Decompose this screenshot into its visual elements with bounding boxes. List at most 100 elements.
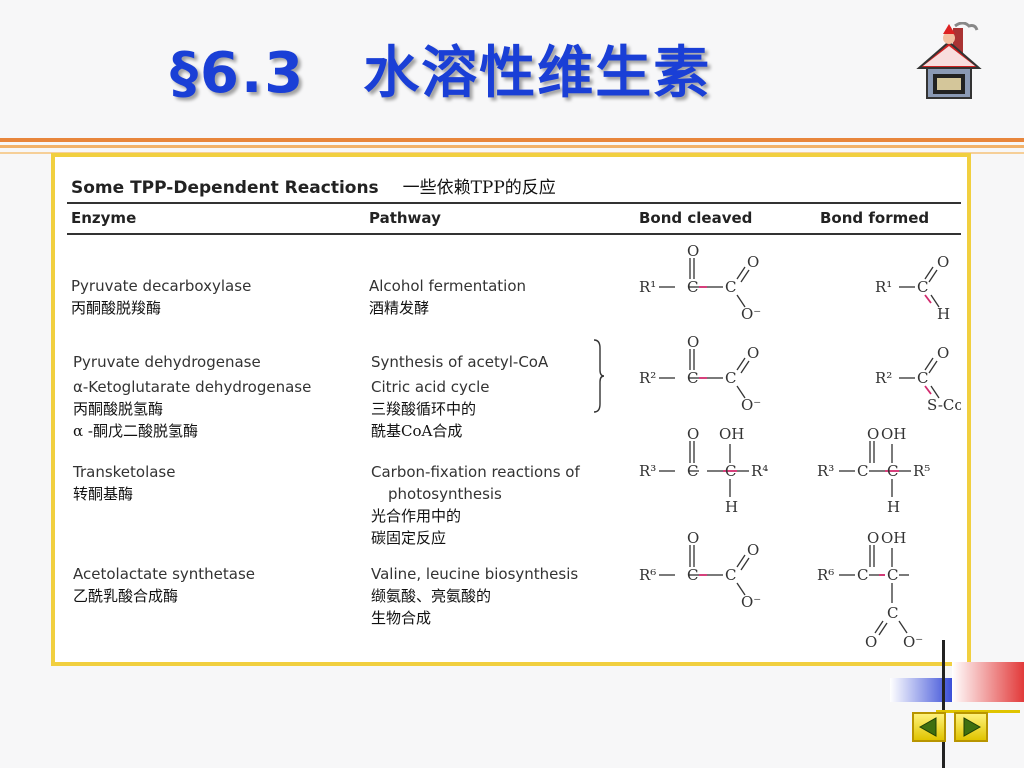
enzyme-cell: Pyruvate decarboxylase 丙酮酸脱羧酶 (71, 275, 251, 319)
enzyme-name-zh: 丙酮酸脱羧酶 (71, 299, 162, 317)
atom-o: O (687, 242, 699, 260)
enzyme-name: Pyruvate dehydrogenase (73, 353, 261, 371)
header-bond-formed: Bond formed (820, 209, 930, 227)
atom-c: C (725, 566, 736, 584)
enzyme-name-zh: 转酮基酶 (73, 485, 134, 503)
header-pathway: Pathway (369, 209, 441, 227)
header-enzyme: Enzyme (71, 209, 137, 227)
atom-o-minus: O⁻ (741, 305, 761, 323)
enzyme-cell: Pyruvate dehydrogenase α-Ketoglutarate d… (73, 351, 311, 442)
pathway-name: Valine, leucine biosynthesis (371, 565, 579, 583)
table-caption-zh: 一些依赖TPP的反应 (402, 178, 556, 198)
r3-label: R³ (817, 462, 834, 480)
pathway-name: Carbon-fixation reactions of (371, 463, 580, 481)
r6-label: R⁶ (639, 566, 656, 584)
r3-label: R³ (639, 462, 656, 480)
atom-o: O (747, 541, 759, 559)
enzyme-name: Transketolase (73, 463, 176, 481)
r2-label: R² (639, 369, 656, 387)
pathway-name-zh: 生物合成 (371, 609, 432, 627)
s-coa-label: S-CoA (927, 396, 961, 414)
atom-o-minus: O⁻ (903, 633, 923, 651)
next-slide-button[interactable] (954, 712, 988, 742)
enzyme-cell: Transketolase 转酮基酶 (73, 461, 175, 505)
brace-icon (593, 339, 605, 413)
home-icon[interactable] (915, 22, 983, 102)
atom-oh: OH (719, 425, 744, 443)
table-rule (67, 233, 961, 235)
atom-c: C (887, 604, 898, 622)
atom-c: C (857, 462, 868, 480)
atom-oh: OH (881, 529, 906, 547)
pathway-name: Citric acid cycle (371, 378, 490, 396)
pathway-cell: Valine, leucine biosynthesis 缬氨酸、亮氨酸的 生物… (371, 563, 578, 629)
enzyme-name: α-Ketoglutarate dehydrogenase (73, 378, 312, 396)
table-caption: Some TPP-Dependent Reactions 一些依赖TPP的反应 (71, 173, 556, 198)
atom-c: C (687, 369, 698, 387)
atom-o-minus: O⁻ (741, 593, 761, 611)
pathway-name-zh: 酰基CoA合成 (371, 422, 463, 440)
pathway-name: photosynthesis (388, 485, 502, 503)
atom-h: H (887, 498, 900, 516)
atom-c: C (687, 462, 698, 480)
atom-c: C (725, 462, 736, 480)
pathway-cell: Alcohol fermentation 酒精发酵 (369, 275, 526, 319)
pathway-name-zh: 三羧酸循环中的 (371, 400, 477, 418)
r6-label: R⁶ (817, 566, 834, 584)
pathway-cell: Synthesis of acetyl-CoA Citric acid cycl… (371, 351, 548, 442)
arrow-left-icon (918, 717, 937, 737)
reactions-table: Some TPP-Dependent Reactions 一些依赖TPP的反应 … (51, 153, 971, 666)
atom-c: C (725, 369, 736, 387)
atom-c: C (887, 462, 898, 480)
prev-slide-button[interactable] (912, 712, 946, 742)
r1-label: R¹ (875, 278, 892, 296)
enzyme-name-zh: 丙酮酸脱氢酶 (73, 400, 164, 418)
pathway-name: Synthesis of acetyl-CoA (371, 353, 549, 371)
enzyme-name-zh: 乙酰乳酸合成酶 (73, 587, 179, 605)
pathway-name-zh: 碳固定反应 (371, 529, 447, 547)
table-caption-en: Some TPP-Dependent Reactions (71, 178, 379, 198)
atom-o: O (687, 529, 699, 547)
slide-title: §6.3 水溶性维生素 (170, 41, 712, 106)
header-rule (0, 145, 1024, 148)
enzyme-cell: Acetolactate synthetase 乙酰乳酸合成酶 (73, 563, 255, 607)
pathway-name-zh: 光合作用中的 (371, 507, 462, 525)
pathway-name-zh: 酒精发酵 (369, 299, 430, 317)
enzyme-name: Pyruvate decarboxylase (71, 277, 252, 295)
atom-o: O (867, 425, 879, 443)
r2-label: R² (875, 369, 892, 387)
enzyme-name: Acetolactate synthetase (73, 565, 256, 583)
atom-c: C (917, 369, 928, 387)
corner-decoration (890, 640, 1024, 768)
atom-h: H (937, 305, 950, 323)
atom-o: O (747, 253, 759, 271)
atom-o: O (867, 529, 879, 547)
atom-o: O (747, 344, 759, 362)
atom-oh: OH (881, 425, 906, 443)
table-rule (67, 202, 961, 204)
atom-c: C (687, 566, 698, 584)
atom-c: C (857, 566, 868, 584)
atom-o: O (687, 333, 699, 351)
pathway-name: Alcohol fermentation (369, 277, 527, 295)
atom-c: C (725, 278, 736, 296)
atom-c: C (887, 566, 898, 584)
arrow-right-icon (963, 717, 982, 737)
atom-c: C (917, 278, 928, 296)
atom-o-minus: O⁻ (741, 396, 761, 414)
atom-o: O (865, 633, 877, 651)
r5-label: R⁵ (913, 462, 930, 480)
r4-label: R⁴ (751, 462, 768, 480)
structures-panel: R¹ C O C O O⁻ R¹ C O H R² C O C O O⁻ R² … (639, 242, 961, 651)
atom-c: C (687, 278, 698, 296)
pathway-cell: Carbon-fixation reactions of photosynthe… (371, 461, 580, 549)
enzyme-name-zh: α -酮戊二酸脱氢酶 (73, 422, 198, 440)
pathway-name-zh: 缬氨酸、亮氨酸的 (371, 587, 492, 605)
atom-h: H (725, 498, 738, 516)
atom-o: O (937, 253, 949, 271)
header-bond-cleaved: Bond cleaved (639, 209, 753, 227)
atom-o: O (687, 425, 699, 443)
header-rule (0, 138, 1024, 142)
r1-label: R¹ (639, 278, 656, 296)
atom-o: O (937, 344, 949, 362)
